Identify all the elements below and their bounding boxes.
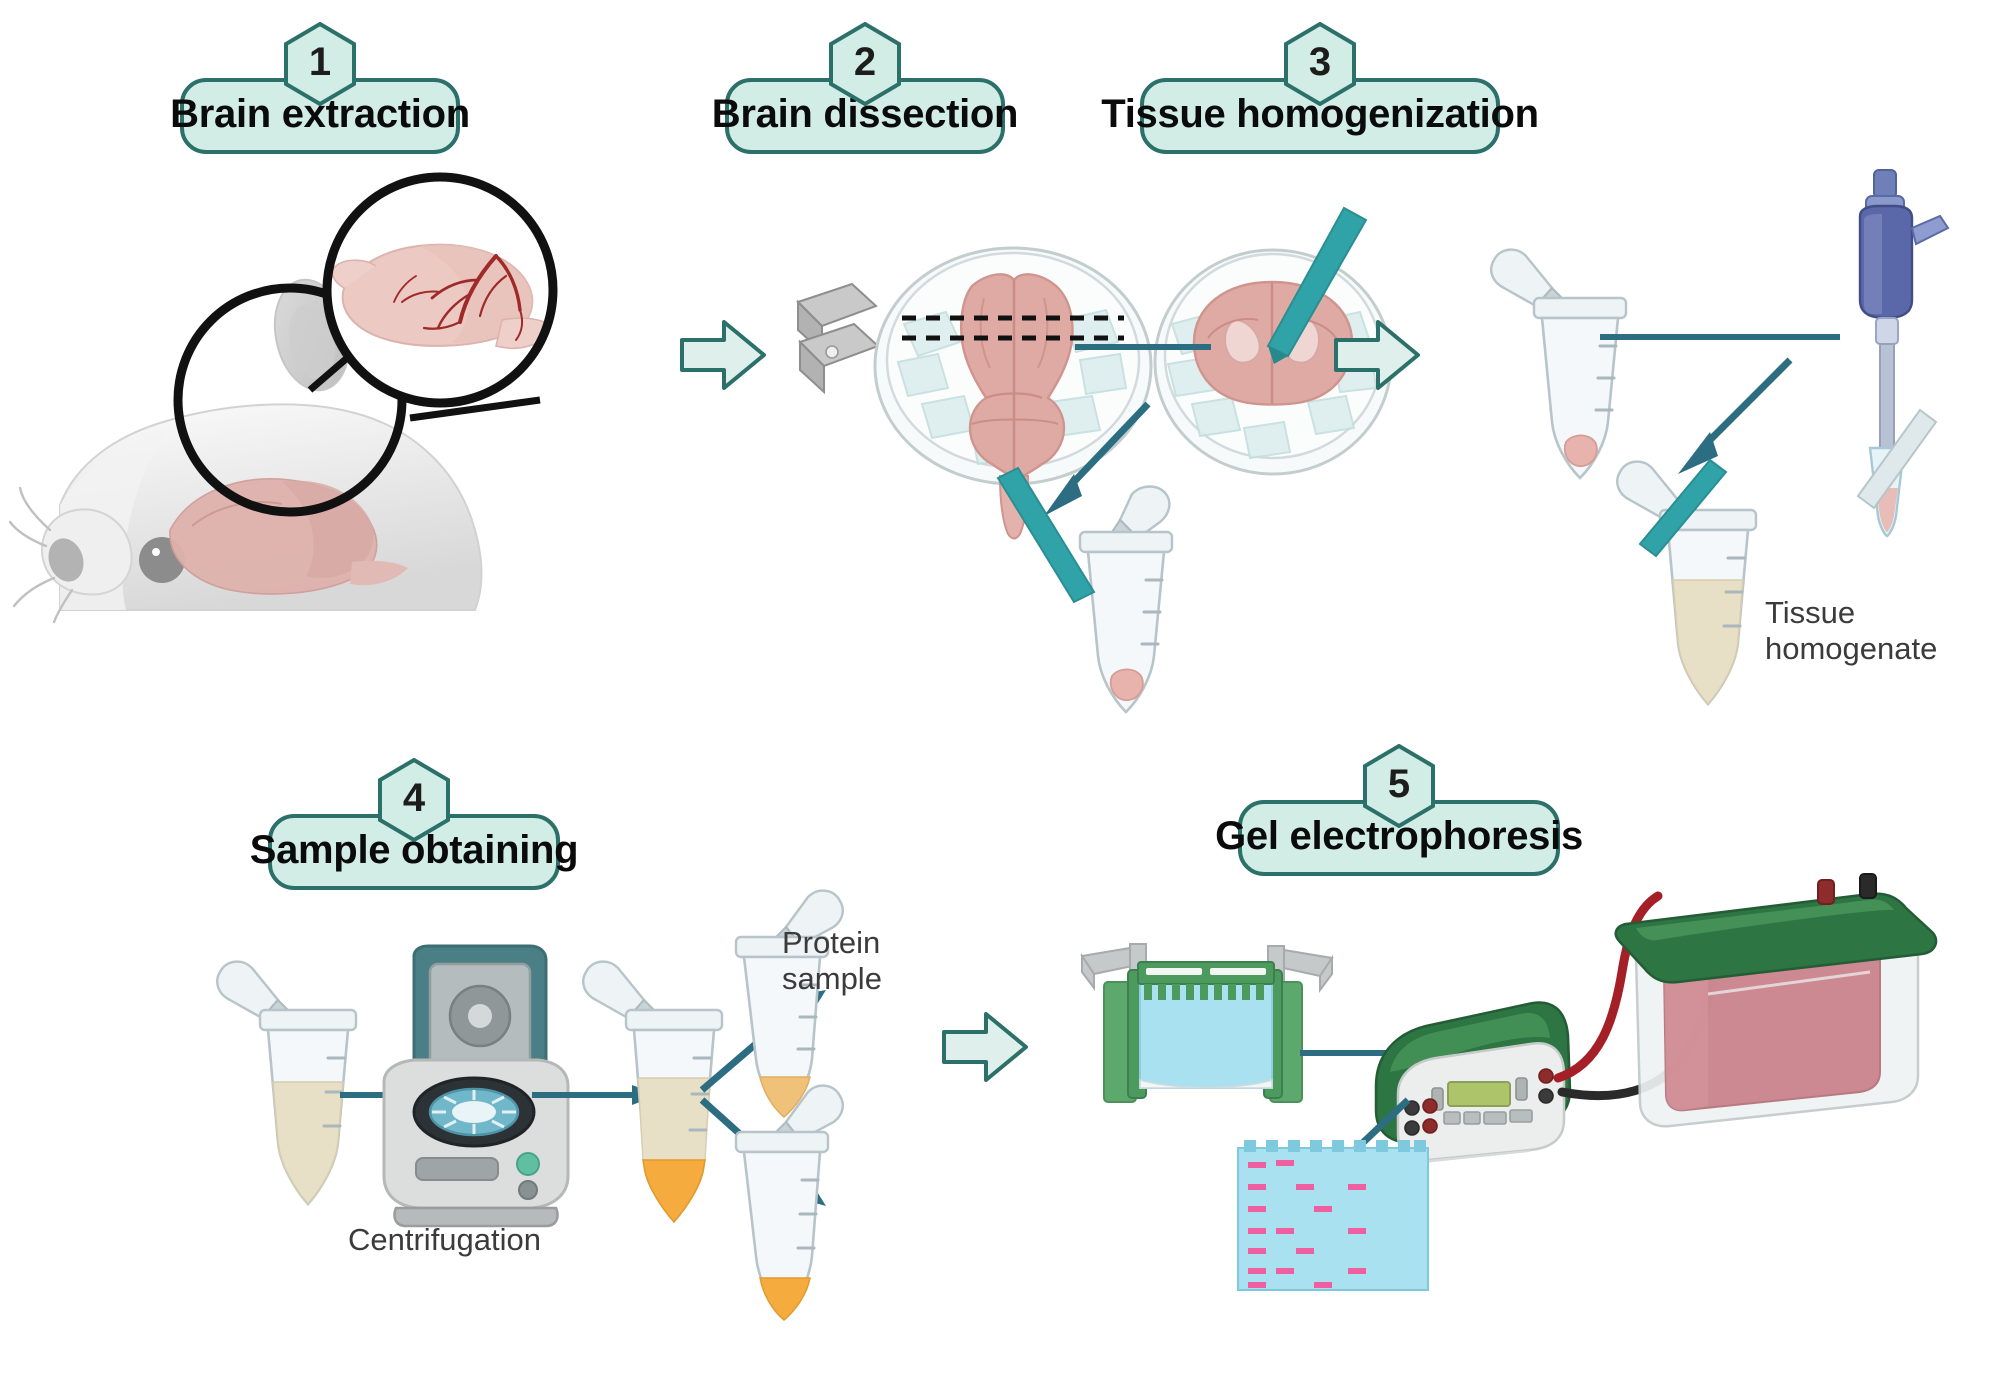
centrifuge-icon <box>382 944 570 1228</box>
tube-body <box>1540 316 1620 480</box>
protein-sample-label: Protein sample <box>782 925 882 997</box>
pellet-layer <box>642 1159 706 1224</box>
forceps-icon <box>1266 206 1368 364</box>
flow-line-dish-to-dish <box>1075 344 1211 350</box>
step-3-number: 3 <box>1308 40 1332 84</box>
tube-lid <box>1616 460 1680 520</box>
step-2-badge: 2 <box>829 22 901 106</box>
homogenate-fluid <box>1672 579 1744 706</box>
step-5-badge: 5 <box>1363 744 1435 828</box>
eppendorf-tube-icon-step3-in <box>1490 248 1628 480</box>
protein-fluid <box>759 1277 811 1321</box>
step-1-badge: 1 <box>284 22 356 106</box>
tissue-in-tube <box>1109 668 1144 702</box>
eppendorf-tube-protein-upper <box>734 889 844 1118</box>
eppendorf-tube-protein-lower <box>734 1084 844 1321</box>
tube-lid <box>216 960 280 1020</box>
tissue-homogenate-line1: Tissue <box>1765 595 1856 630</box>
flow-arrow-icon-step3 <box>1678 357 1793 474</box>
step-3-badge: 3 <box>1284 22 1356 106</box>
centrifugation-label: Centrifugation <box>348 1222 541 1258</box>
tube-lid <box>784 1084 844 1142</box>
tube-lid <box>1118 485 1171 540</box>
eppendorf-tube-icon-step2 <box>1078 485 1174 714</box>
cut-lines-icon <box>902 315 1124 341</box>
razor-blade-icon <box>796 282 880 395</box>
tube-collar <box>1532 296 1628 320</box>
step-4-number: 4 <box>402 776 426 820</box>
gel-band <box>1248 1160 1366 1288</box>
brain-sagittal-icon <box>331 243 553 350</box>
eppendorf-tube-icon-step4-in <box>216 960 358 1206</box>
eppendorf-tube-separated <box>582 960 724 1224</box>
tissue-in-tube <box>1563 434 1598 468</box>
step-5-number: 5 <box>1387 762 1411 806</box>
step-1-number: 1 <box>308 40 332 84</box>
petri-dish-dorsal <box>873 246 1153 540</box>
protein-fluid <box>759 1076 811 1118</box>
tissue-homogenate-line2: homogenate <box>1765 630 1938 666</box>
flow-line-step3 <box>1600 334 1840 340</box>
forceps-icon-step3b <box>1638 458 1728 558</box>
mouse-nose <box>48 538 84 582</box>
centrifugation-text: Centrifugation <box>348 1222 542 1257</box>
tube-lid <box>1490 248 1554 308</box>
step-2-number: 2 <box>853 40 877 84</box>
gel-bands-icon <box>1237 1140 1429 1291</box>
step-4-plate: Sample obtaining <box>250 814 579 890</box>
tube-lid <box>582 960 646 1020</box>
protein-sample-line2: sample <box>782 960 882 996</box>
protein-sample-line1: Protein <box>782 925 881 960</box>
flow-arrow-icon-dish-to-tube <box>1044 401 1151 516</box>
block-arrow-right-icon-3 <box>942 1012 1028 1082</box>
whiskers-icon <box>8 486 74 624</box>
step-4-badge: 4 <box>378 758 450 842</box>
gel-casting-tray-icon <box>1080 943 1334 1103</box>
tube-body <box>1086 550 1166 714</box>
block-arrow-right-icon-2 <box>1334 320 1420 390</box>
red-cable <box>1553 891 1663 1083</box>
electrophoresis-tank-icon <box>1614 873 1938 1128</box>
forceps-icon-step3 <box>1856 408 1938 510</box>
block-arrow-right-icon <box>680 320 766 390</box>
tissue-homogenate-label: Tissue homogenate <box>1765 595 1937 667</box>
tube-lid <box>784 889 844 947</box>
forceps-icon-step2 <box>996 466 1096 604</box>
magnified-brain-circle <box>322 172 558 408</box>
